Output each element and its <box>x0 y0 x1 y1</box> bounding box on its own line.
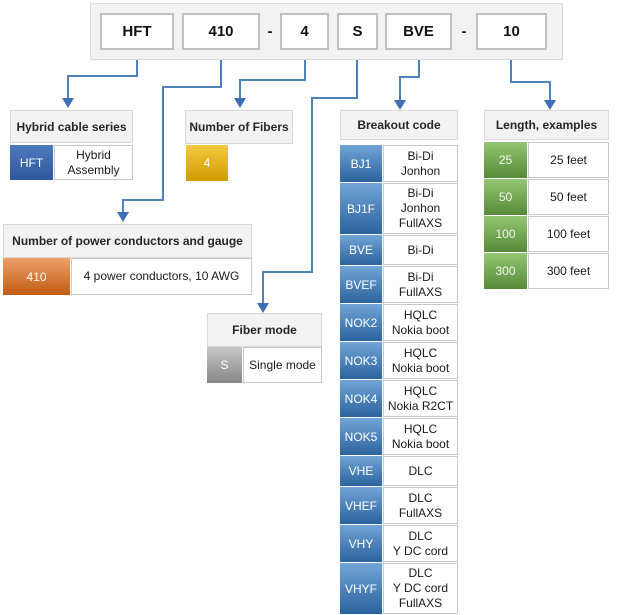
desc-cell-50: 50 feet <box>528 179 609 215</box>
breakout-row-bj1f: BJ1F Bi-Di Jonhon FullAXS <box>340 183 458 234</box>
desc-cell-nok5: HQLC Nokia boot <box>383 418 458 455</box>
section-title-number-of-fibers: Number of Fibers <box>185 110 293 144</box>
code-cell-bj1: BJ1 <box>340 145 382 182</box>
breakout-row-vhyf: VHYF DLC Y DC cord FullAXS <box>340 563 458 614</box>
desc-cell-bvef: Bi-Di FullAXS <box>383 266 458 303</box>
desc-cell-vhy: DLC Y DC cord <box>383 525 458 562</box>
length-row-25: 25 25 feet <box>484 142 609 178</box>
breakout-row-nok5: NOK5 HQLC Nokia boot <box>340 418 458 455</box>
part-segment-bve: BVE <box>385 13 452 50</box>
desc-cell-hft: Hybrid Assembly <box>54 145 133 180</box>
part-segment-4: 4 <box>280 13 329 50</box>
breakout-row-vhe: VHE DLC <box>340 456 458 486</box>
code-cell-410: 410 <box>3 258 70 295</box>
code-cell-4: 4 <box>186 145 228 181</box>
desc-cell-vhef: DLC FullAXS <box>383 487 458 524</box>
breakout-row-nok2: NOK2 HQLC Nokia boot <box>340 304 458 341</box>
code-cell-bvef: BVEF <box>340 266 382 303</box>
length-row-50: 50 50 feet <box>484 179 609 215</box>
code-cell-bve: BVE <box>340 235 382 265</box>
breakout-code-table: BJ1 Bi-Di Jonhon BJ1F Bi-Di Jonhon FullA… <box>340 145 458 614</box>
code-cell-hft: HFT <box>10 145 53 180</box>
desc-cell-vhyf: DLC Y DC cord FullAXS <box>383 563 458 614</box>
fiber-mode-row: S Single mode <box>207 347 322 383</box>
desc-cell-nok3: HQLC Nokia boot <box>383 342 458 379</box>
code-cell-nok2: NOK2 <box>340 304 382 341</box>
code-cell-vhef: VHEF <box>340 487 382 524</box>
breakout-row-nok3: NOK3 HQLC Nokia boot <box>340 342 458 379</box>
separator-dash: - <box>461 23 467 40</box>
breakout-row-nok4: NOK4 HQLC Nokia R2CT <box>340 380 458 417</box>
desc-cell-nok2: HQLC Nokia boot <box>383 304 458 341</box>
section-title-fiber-mode: Fiber mode <box>207 313 322 347</box>
separator-dash: - <box>267 23 273 40</box>
part-segment-10: 10 <box>476 13 547 50</box>
code-cell-bj1f: BJ1F <box>340 183 382 234</box>
desc-cell-vhe: DLC <box>383 456 458 486</box>
breakout-row-vhef: VHEF DLC FullAXS <box>340 487 458 524</box>
part-segment-410: 410 <box>182 13 260 50</box>
code-cell-100: 100 <box>484 216 527 252</box>
desc-cell-300: 300 feet <box>528 253 609 289</box>
code-cell-vhy: VHY <box>340 525 382 562</box>
desc-cell-nok4: HQLC Nokia R2CT <box>383 380 458 417</box>
section-title-hybrid-series: Hybrid cable series <box>10 110 133 143</box>
code-cell-nok3: NOK3 <box>340 342 382 379</box>
breakout-row-bvef: BVEF Bi-Di FullAXS <box>340 266 458 303</box>
length-row-100: 100 100 feet <box>484 216 609 252</box>
desc-cell-410: 4 power conductors, 10 AWG <box>71 258 252 295</box>
code-cell-50: 50 <box>484 179 527 215</box>
part-segment-hft: HFT <box>100 13 174 50</box>
desc-cell-25: 25 feet <box>528 142 609 178</box>
section-title-breakout-code: Breakout code <box>340 110 458 140</box>
desc-cell-bj1f: Bi-Di Jonhon FullAXS <box>383 183 458 234</box>
code-cell-vhe: VHE <box>340 456 382 486</box>
code-cell-s: S <box>207 347 242 383</box>
desc-cell-bj1: Bi-Di Jonhon <box>383 145 458 182</box>
desc-cell-bve: Bi-Di <box>383 235 458 265</box>
hybrid-series-row: HFT Hybrid Assembly <box>10 145 133 180</box>
part-segment-s: S <box>337 13 378 50</box>
breakout-row-bj1: BJ1 Bi-Di Jonhon <box>340 145 458 182</box>
section-title-power-conductors: Number of power conductors and gauge <box>3 224 252 258</box>
section-title-length-examples: Length, examples <box>484 110 609 140</box>
length-row-300: 300 300 feet <box>484 253 609 289</box>
code-cell-vhyf: VHYF <box>340 563 382 614</box>
length-examples-table: 25 25 feet 50 50 feet 100 100 feet 300 3… <box>484 142 609 289</box>
breakout-row-bve: BVE Bi-Di <box>340 235 458 265</box>
power-conductors-row: 410 4 power conductors, 10 AWG <box>3 258 252 295</box>
code-cell-nok5: NOK5 <box>340 418 382 455</box>
desc-cell-100: 100 feet <box>528 216 609 252</box>
breakout-row-vhy: VHY DLC Y DC cord <box>340 525 458 562</box>
code-cell-25: 25 <box>484 142 527 178</box>
code-cell-300: 300 <box>484 253 527 289</box>
desc-cell-s: Single mode <box>243 347 322 383</box>
code-cell-nok4: NOK4 <box>340 380 382 417</box>
